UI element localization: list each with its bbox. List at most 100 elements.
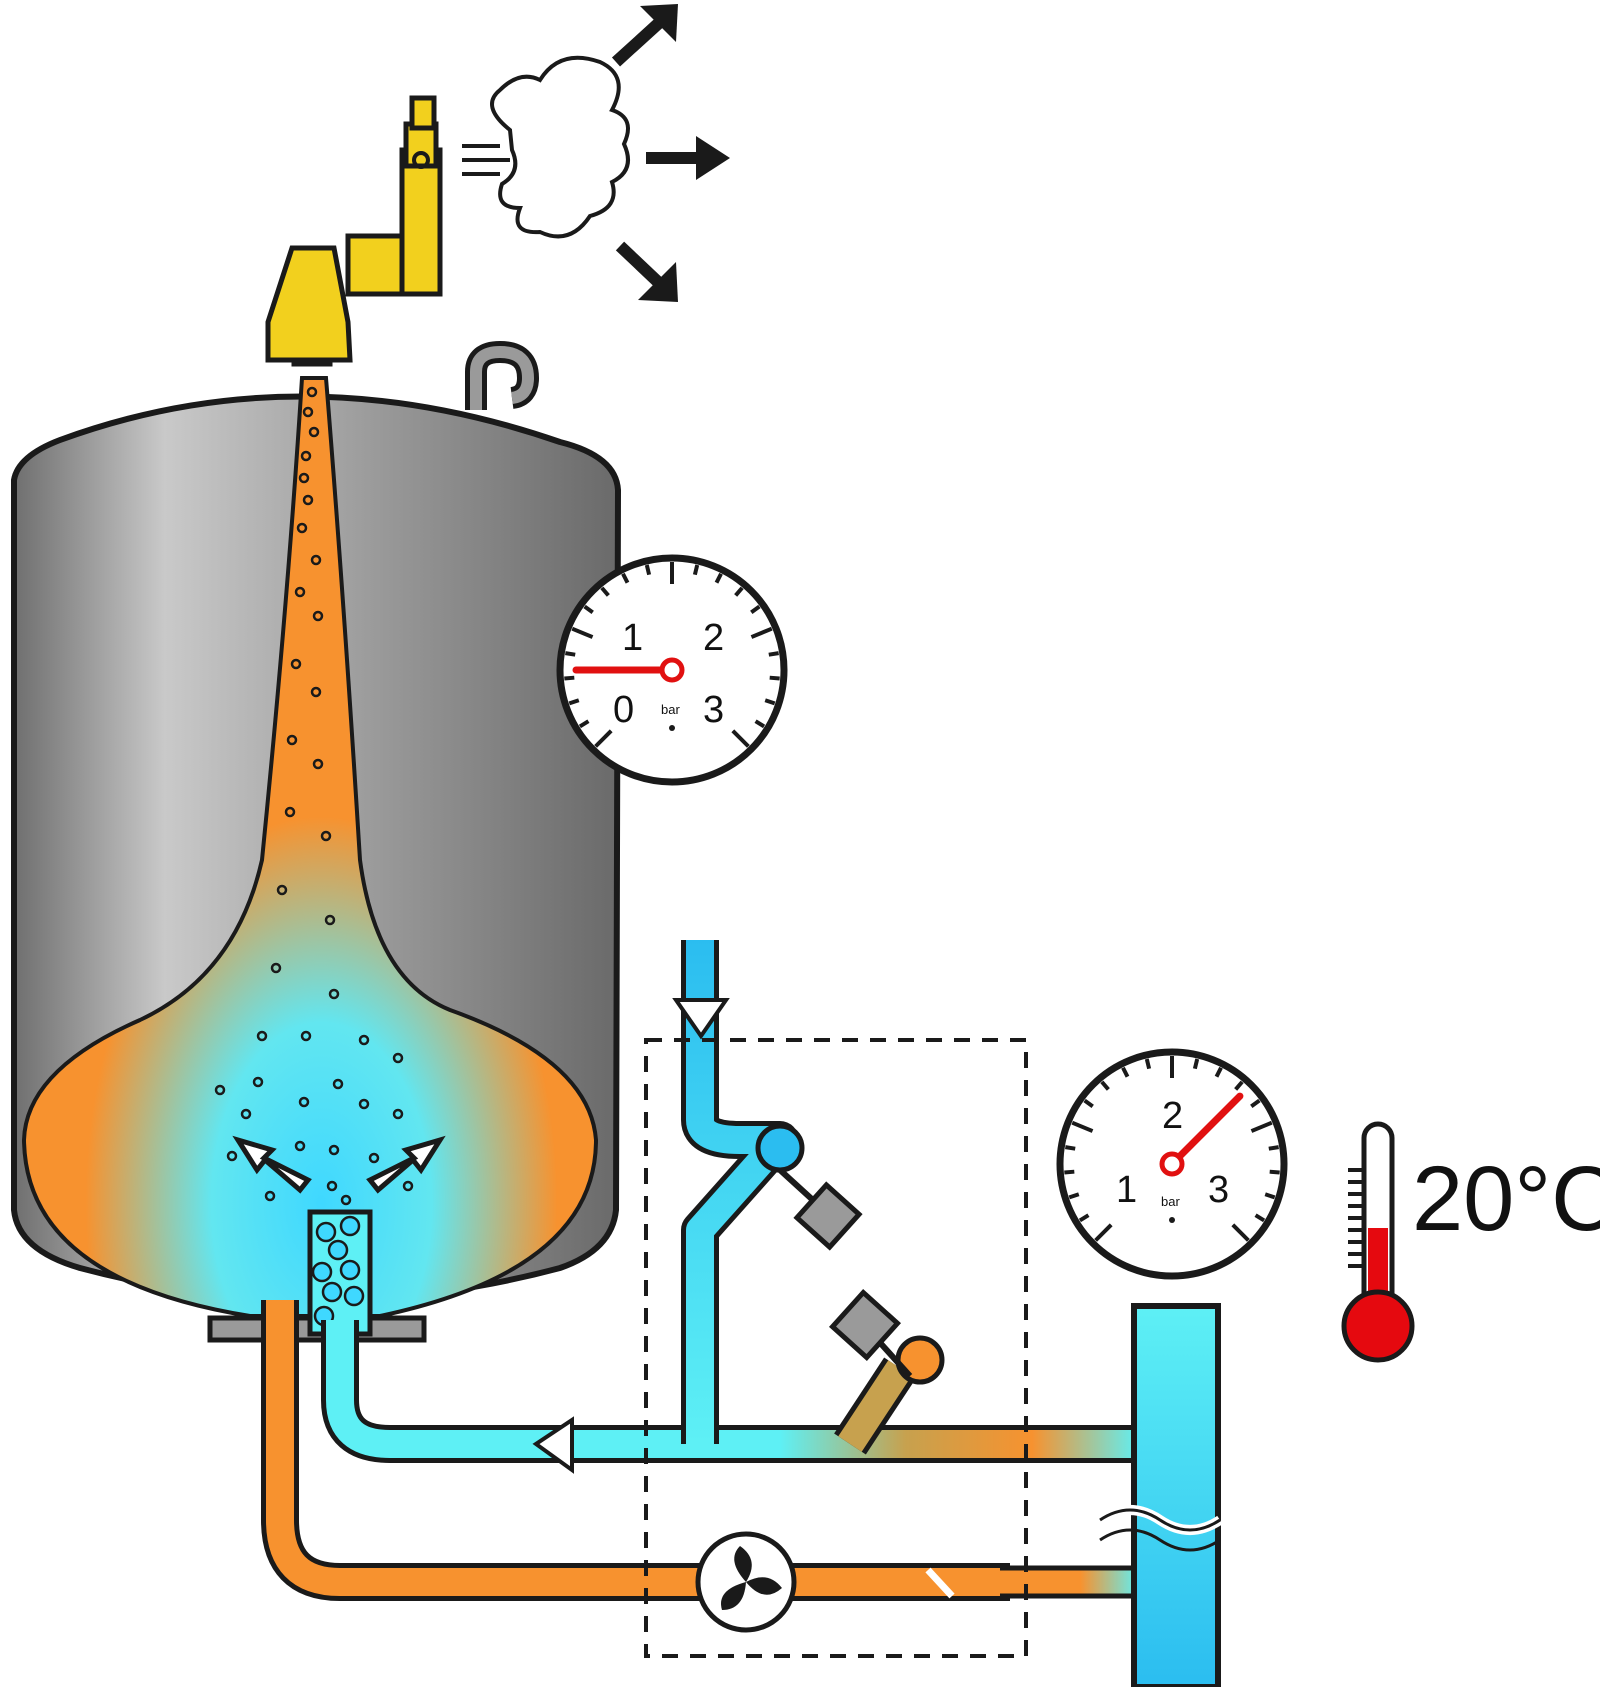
gauge-tick <box>578 719 590 729</box>
bubble <box>300 1030 312 1042</box>
gauge-tick <box>1094 1223 1113 1242</box>
gauge-tick <box>621 572 630 584</box>
gauge-tick <box>1078 1213 1090 1223</box>
filter-pellet <box>339 1215 361 1237</box>
arrow-icon <box>640 4 678 42</box>
return-valve[interactable] <box>828 1288 913 1379</box>
gauge-tick <box>1254 1213 1266 1223</box>
gauge-tick <box>565 651 576 657</box>
tank-water <box>21 376 599 1318</box>
gauge-tick <box>734 586 744 597</box>
gauge-tick <box>750 626 773 639</box>
bubble <box>294 1140 306 1152</box>
air-bubbles <box>214 386 414 1206</box>
bubble <box>226 1150 238 1162</box>
bubble <box>284 806 296 818</box>
bubble <box>326 1180 338 1192</box>
bubble <box>270 962 282 974</box>
gauge-tick <box>1250 1098 1261 1109</box>
bubble <box>306 386 318 398</box>
gauge-tick <box>1064 1169 1075 1175</box>
gauge-label: 2 <box>703 617 724 659</box>
pump-icon <box>695 1531 797 1633</box>
bubble <box>256 1030 268 1042</box>
gauge-unit: bar <box>1161 1194 1180 1209</box>
gauge-tick <box>1144 1058 1152 1070</box>
gauge-unit: bar <box>661 702 680 717</box>
arrow-icon <box>615 241 663 287</box>
gauge-tick <box>1231 1223 1250 1242</box>
gauge-label: 0 <box>613 689 634 731</box>
gauge-tick <box>768 651 779 657</box>
gauge-tick <box>1192 1058 1200 1070</box>
arrow-icon <box>638 262 678 302</box>
bubble <box>328 988 340 1000</box>
bubble <box>240 1108 252 1120</box>
arrow-icon <box>232 1135 312 1194</box>
gauge-tick <box>564 675 575 681</box>
bubble <box>320 830 332 842</box>
bubble <box>296 522 308 534</box>
gauge-tick <box>769 675 780 681</box>
filter-pellet <box>311 1261 333 1283</box>
arrow-icon <box>532 1416 574 1474</box>
bubble <box>294 586 306 598</box>
gauge-tick <box>1268 1145 1279 1151</box>
filter-media <box>311 1215 365 1327</box>
bubble <box>368 1152 380 1164</box>
arrow-icon <box>611 17 665 67</box>
bubble <box>324 914 336 926</box>
gauge-tick <box>1100 1080 1110 1091</box>
thermometer-icon <box>1341 1121 1415 1363</box>
gauge-tick <box>1264 1192 1276 1200</box>
filter-pellet <box>339 1259 361 1281</box>
steam-cloud-icon <box>462 55 630 239</box>
gauge-label: 1 <box>622 617 643 659</box>
gauge-tick <box>714 572 723 584</box>
bubble <box>310 686 322 698</box>
bubble <box>308 426 320 438</box>
gauge-label: 3 <box>1208 1169 1229 1211</box>
temperature-readout: 20°C <box>1412 1148 1600 1250</box>
gauge-tick <box>750 604 761 615</box>
bubble <box>302 494 314 506</box>
gauge-tick <box>1214 1066 1223 1078</box>
air-vent-valve-icon <box>265 95 443 367</box>
filter-pellet <box>327 1239 349 1261</box>
bubble <box>358 1034 370 1046</box>
gauge-tick <box>692 564 700 576</box>
gauge-tick <box>1269 1169 1280 1175</box>
pressure-gauge-icon: 0 1 2 3 bar <box>556 554 788 786</box>
gauge-tick <box>594 729 613 748</box>
bubble <box>290 658 302 670</box>
bubble <box>310 554 322 566</box>
filter-pellet <box>321 1281 343 1303</box>
bubble <box>392 1108 404 1120</box>
fill-valve[interactable] <box>777 1167 863 1251</box>
gauge-tick <box>571 626 594 639</box>
gauge-tick <box>583 604 594 615</box>
pump-module-outline <box>644 1038 1028 1658</box>
gauge-label: 3 <box>703 689 724 731</box>
gauge-tick <box>764 698 776 706</box>
bubble <box>302 406 314 418</box>
gauge-tick <box>1071 1120 1094 1133</box>
bubble <box>328 1144 340 1156</box>
gauge-tick <box>1083 1098 1094 1109</box>
bubble <box>312 758 324 770</box>
bubble <box>402 1180 414 1192</box>
filter-pellet <box>343 1285 365 1307</box>
bubble <box>392 1052 404 1064</box>
gauge-tick <box>1250 1120 1273 1133</box>
bubble <box>286 734 298 746</box>
gauge-tick <box>754 719 766 729</box>
bubble <box>276 884 288 896</box>
gauge-tick <box>600 586 610 597</box>
pressure-gauge-icon: 1 2 3 bar <box>1056 1048 1288 1280</box>
gauge-label: 1 <box>1116 1169 1137 1211</box>
bubble <box>298 472 310 484</box>
bubble <box>312 610 324 622</box>
main-pipe <box>1131 1303 1221 1687</box>
expansion-tank <box>11 340 622 1343</box>
